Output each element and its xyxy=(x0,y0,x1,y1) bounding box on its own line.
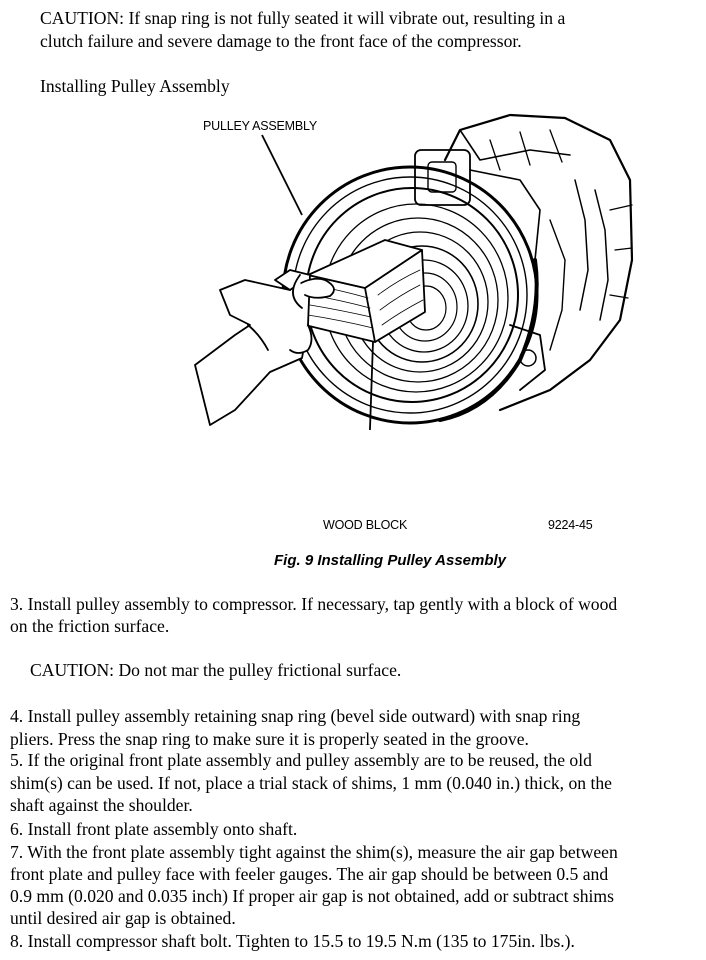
step-5-line-2: shim(s) can be used. If not, place a tri… xyxy=(10,773,612,793)
caution-line-2: clutch failure and severe damage to the … xyxy=(40,31,522,51)
step-5-line-3: shaft against the shoulder. xyxy=(10,795,193,815)
step-7-line-2: front plate and pulley face with feeler … xyxy=(10,864,609,884)
step-7-line-1: 7. With the front plate assembly tight a… xyxy=(10,842,618,862)
step-8-line-1: 8. Install compressor shaft bolt. Tighte… xyxy=(10,931,575,951)
step-3-line-1: 3. Install pulley assembly to compressor… xyxy=(10,594,618,614)
step-7-line-3: 0.9 mm (0.020 and 0.035 inch) If proper … xyxy=(10,886,614,906)
step-3-line-2: on the friction surface. xyxy=(10,616,170,636)
step-5-line-1: 5. If the original front plate assembly … xyxy=(10,750,592,770)
section-heading: Installing Pulley Assembly xyxy=(40,76,230,96)
step-4-line-2: pliers. Press the snap ring to make sure… xyxy=(10,729,529,749)
pulley-installation-illustration xyxy=(194,113,634,430)
step-4-line-1: 4. Install pulley assembly retaining sna… xyxy=(10,706,581,726)
wood-block-label: WOOD BLOCK xyxy=(323,518,408,532)
step-6-line-1: 6. Install front plate assembly onto sha… xyxy=(10,819,298,839)
pulley-assembly-label: PULLEY ASSEMBLY xyxy=(203,119,317,133)
caution-line-1: CAUTION: If snap ring is not fully seate… xyxy=(40,8,566,28)
figure-caption: Fig. 9 Installing Pulley Assembly xyxy=(274,552,507,569)
caution-2: CAUTION: Do not mar the pulley frictiona… xyxy=(30,660,402,680)
figure-id: 9224-45 xyxy=(548,518,593,532)
step-7-line-4: until desired air gap is obtained. xyxy=(10,908,236,928)
